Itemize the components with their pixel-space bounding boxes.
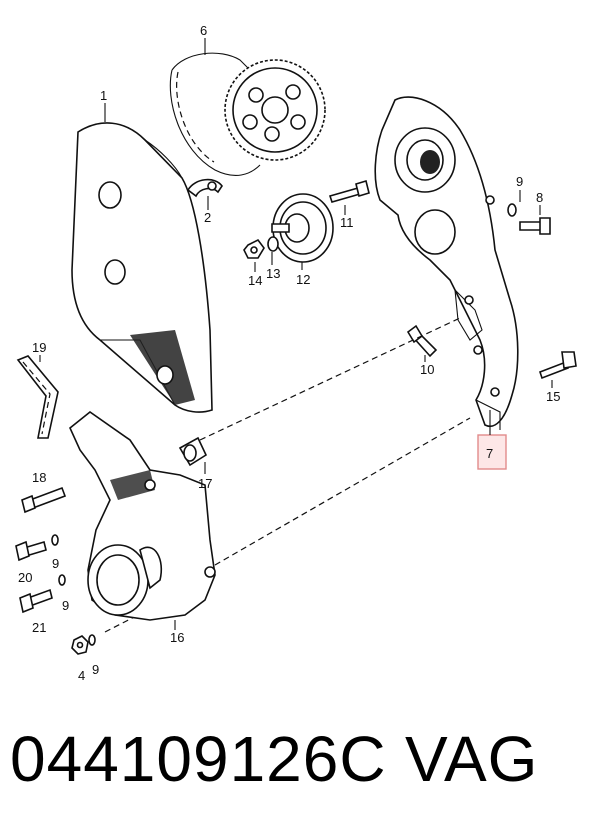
callout-2: 2: [204, 210, 211, 225]
callout-19: 19: [32, 340, 46, 355]
camshaft-sprocket: [224, 59, 326, 161]
assembly-lines: [104, 317, 471, 633]
callout-16: 16: [170, 630, 184, 645]
bolt-20: [15, 540, 47, 562]
callout-21: 21: [32, 620, 46, 635]
callout-4: 4: [78, 668, 85, 683]
bolt-18: [21, 486, 67, 514]
upper-timing-belt-cover: [71, 122, 213, 413]
cover-bolt-15: [538, 351, 577, 380]
tensioner-bolt: [328, 179, 370, 203]
lower-timing-belt-cover: [69, 411, 216, 621]
exploded-parts-diagram: 1 6 2 11 12 13 14 9 8 10 15 7 17 19 18 9…: [15, 23, 577, 683]
rear-cover-plate: [374, 96, 519, 430]
washer-9-c: [88, 634, 96, 646]
callout-17: 17: [198, 476, 212, 491]
tensioner-pulley: [271, 193, 334, 263]
callout-8: 8: [536, 190, 543, 205]
washer-9-b: [58, 574, 66, 586]
callout-1: 1: [100, 88, 107, 103]
callout-12: 12: [296, 272, 310, 287]
callout-9-top: 9: [516, 174, 523, 189]
callout-9-b: 9: [62, 598, 69, 613]
rubber-grommet: [178, 436, 208, 467]
callout-15: 15: [546, 389, 560, 404]
nut-4: [71, 635, 89, 655]
callout-13: 13: [266, 266, 280, 281]
leader-lines: [39, 38, 553, 630]
part-number: 044109126C: [10, 723, 387, 795]
washer-9-a: [51, 534, 59, 546]
seal-strip: [16, 355, 59, 439]
bolt-21: [19, 588, 53, 614]
callout-7: 7: [486, 446, 493, 461]
tensioner-washer: [267, 236, 279, 252]
brand-name: VAG: [405, 723, 539, 795]
callout-14: 14: [248, 273, 262, 288]
retaining-clip: [186, 178, 223, 198]
timing-belt: [169, 52, 261, 176]
caption-bar: 044109126C VAG: [0, 722, 600, 812]
callout-10: 10: [420, 362, 434, 377]
washer-9-top: [507, 203, 517, 217]
callout-11: 11: [340, 215, 354, 230]
cover-bolt-8: [519, 217, 551, 235]
callout-18: 18: [32, 470, 46, 485]
callout-9-a: 9: [52, 556, 59, 571]
tensioner-nut: [243, 238, 265, 259]
callout-6: 6: [200, 23, 207, 38]
highlight-box-7: [477, 434, 507, 470]
callout-20: 20: [18, 570, 32, 585]
callout-9-c: 9: [92, 662, 99, 677]
